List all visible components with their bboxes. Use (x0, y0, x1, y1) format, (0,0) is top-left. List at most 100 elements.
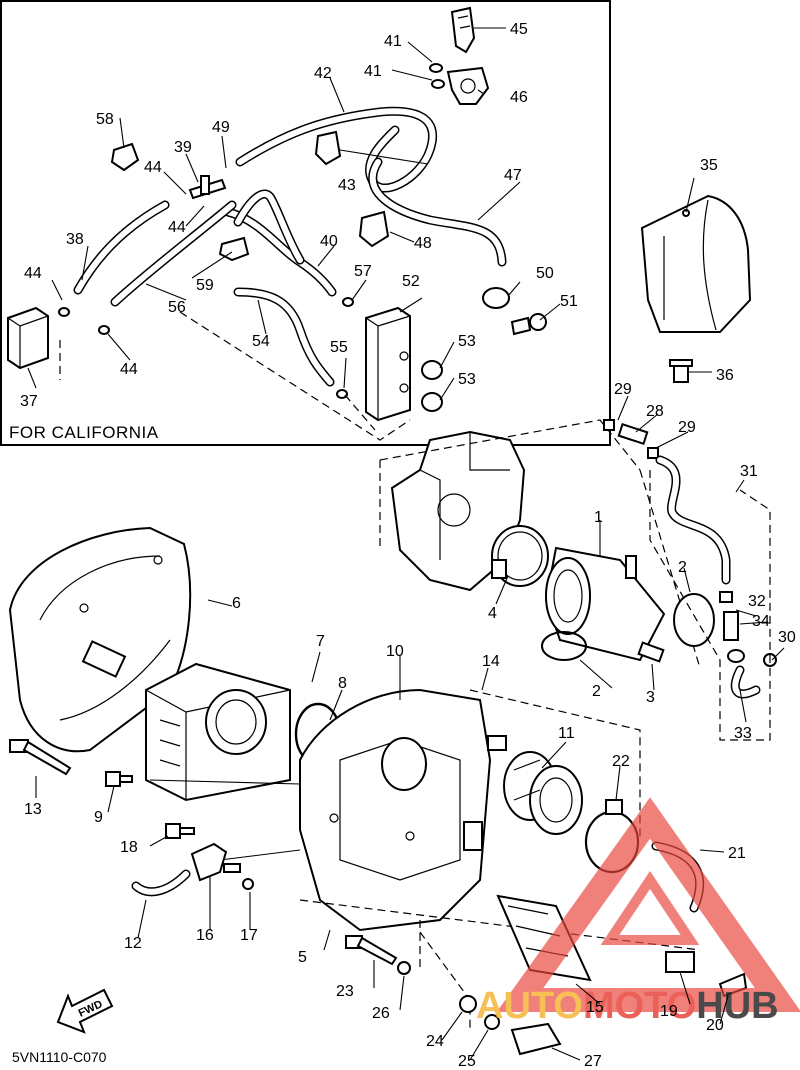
carburetor-outline (390, 430, 526, 592)
callout-55: 55 (330, 339, 348, 356)
part-17-oring (242, 878, 254, 890)
callout-8: 8 (338, 675, 347, 692)
callout-2a: 2 (678, 559, 687, 576)
callout-37: 37 (20, 393, 38, 410)
callout-25: 25 (458, 1053, 476, 1070)
part-36-bolt (669, 359, 693, 383)
callout-57: 57 (354, 263, 372, 280)
watermark-part1: AUTO (476, 985, 583, 1027)
watermark-brand: AUTOMOTOHUB (476, 985, 779, 1027)
callout-24: 24 (426, 1033, 444, 1050)
part-41-clips (429, 63, 445, 89)
part-2-oring-b (541, 631, 587, 661)
inset-caption: FOR CALIFORNIA (9, 423, 159, 442)
callout-46: 46 (510, 89, 528, 106)
part-26-washer (397, 961, 411, 975)
diagram-code: 5VN1110-C070 (12, 1049, 107, 1065)
callout-29a: 29 (614, 381, 632, 398)
watermark-triangle-icon (496, 797, 800, 1012)
callout-2b: 2 (592, 683, 601, 700)
fwd-arrow-icon: FWD (56, 988, 114, 1034)
callout-51: 51 (560, 293, 578, 310)
part-18-screw (165, 823, 195, 839)
part-7-element (145, 662, 291, 802)
callout-27: 27 (584, 1053, 602, 1070)
callout-18: 18 (120, 839, 138, 856)
part-43-clamp (314, 130, 342, 166)
part-16-fitting (190, 842, 241, 882)
callout-10: 10 (386, 643, 404, 660)
callout-19: 19 (660, 1003, 678, 1020)
part-46-bracket (446, 66, 490, 105)
callout-31: 31 (740, 463, 758, 480)
part-52-reed-valve (365, 306, 411, 422)
part-27-bracket (510, 1022, 562, 1056)
callout-21: 21 (728, 845, 746, 862)
callout-49: 49 (212, 119, 230, 136)
callout-4: 4 (488, 605, 497, 622)
part-2-oring-a (673, 593, 715, 647)
callout-52: 52 (402, 273, 420, 290)
callout-14: 14 (482, 653, 500, 670)
callout-44a: 44 (144, 159, 162, 176)
callout-33: 33 (734, 725, 752, 742)
callout-3: 3 (646, 689, 655, 706)
part-3-bolt (637, 641, 665, 663)
callout-labels: 45 41 41 46 42 47 43 48 40 59 57 50 51 5… (20, 21, 796, 1070)
part-10-case-body (299, 688, 507, 932)
part-45-valve (450, 6, 476, 54)
part-24-grommet (459, 995, 477, 1013)
callout-1: 1 (594, 509, 603, 526)
callout-6: 6 (232, 595, 241, 612)
callout-15: 15 (586, 999, 604, 1016)
part-39-tee (188, 175, 227, 200)
callout-45: 45 (510, 21, 528, 38)
part-13-bolt (9, 739, 72, 776)
part-23-bolt (345, 935, 398, 966)
callout-41b: 41 (364, 63, 382, 80)
callout-38: 38 (66, 231, 84, 248)
part-1-carb-joint (544, 546, 666, 662)
callout-53a: 53 (458, 333, 476, 350)
callout-16: 16 (196, 927, 214, 944)
part-19-block (665, 951, 695, 973)
callout-44b: 44 (168, 219, 186, 236)
california-inset: FOR CALIFORNIA (0, 0, 611, 446)
callout-9: 9 (94, 809, 103, 826)
watermark-part2: MOTO (583, 985, 696, 1027)
callout-42: 42 (314, 65, 332, 82)
part-48-clamp (358, 210, 390, 248)
callout-53b: 53 (458, 371, 476, 388)
callout-17: 17 (240, 927, 258, 944)
callout-26: 26 (372, 1005, 390, 1022)
callout-22: 22 (612, 753, 630, 770)
callout-39: 39 (174, 139, 192, 156)
callout-30: 30 (778, 629, 796, 646)
part-50-cap (482, 287, 510, 309)
callout-54: 54 (252, 333, 270, 350)
part-59-clamp (218, 236, 250, 262)
watermark-part3: HUB (696, 985, 778, 1027)
callout-13: 13 (24, 801, 42, 818)
callout-34: 34 (752, 613, 770, 630)
callout-35: 35 (700, 157, 718, 174)
callout-32: 32 (748, 593, 766, 610)
callout-41a: 41 (384, 33, 402, 50)
callout-47: 47 (504, 167, 522, 184)
callout-5: 5 (298, 949, 307, 966)
part-25-collar (484, 1014, 500, 1030)
part-37-canister (7, 306, 49, 370)
callout-20: 20 (706, 1017, 724, 1034)
callout-58: 58 (96, 111, 114, 128)
callout-56: 56 (168, 299, 186, 316)
callout-23: 23 (336, 983, 354, 1000)
part-31-hose (655, 455, 731, 585)
callout-11: 11 (558, 725, 575, 742)
callout-28: 28 (646, 403, 664, 420)
callout-7: 7 (316, 633, 325, 650)
callout-43: 43 (338, 177, 356, 194)
part-9-screw (105, 771, 133, 787)
callout-40: 40 (320, 233, 338, 250)
callout-59: 59 (196, 277, 214, 294)
